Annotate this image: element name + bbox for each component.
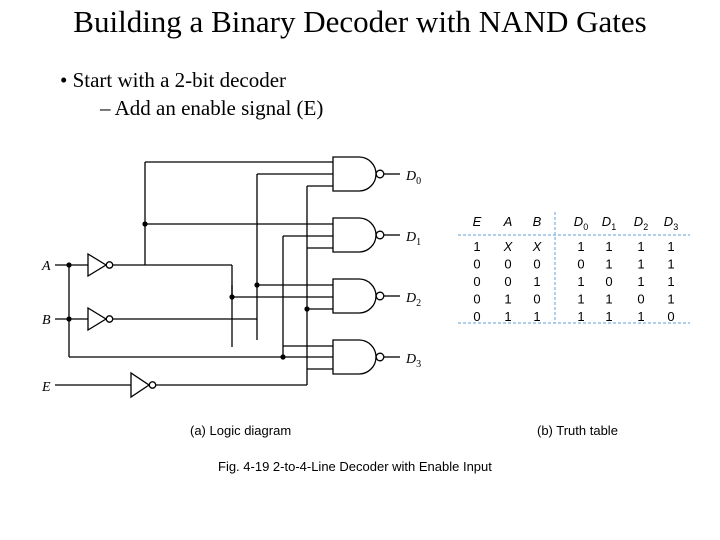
- header-cell: D0: [574, 214, 588, 232]
- table-cell: X: [532, 239, 543, 254]
- caption-logic-diagram: (a) Logic diagram: [190, 423, 291, 438]
- table-cell: 1: [637, 309, 644, 324]
- figure-caption: Fig. 4-19 2-to-4-Line Decoder with Enabl…: [218, 459, 492, 474]
- input-label-b: B: [42, 313, 51, 328]
- table-row: 0 1 0 1 1 0 1: [473, 292, 674, 307]
- table-cell: 1: [667, 274, 674, 289]
- junction-dots: [66, 221, 310, 360]
- nand-gate-3: [332, 339, 385, 375]
- truth-table-header: E A B D0 D1 D2 D3: [473, 214, 679, 232]
- table-cell: 0: [577, 257, 584, 272]
- bus-wires: [68, 162, 308, 385]
- inverter-e: [130, 371, 157, 399]
- output-label-d2: D2: [405, 291, 421, 309]
- table-cell: 1: [504, 309, 511, 324]
- table-cell: 1: [605, 257, 612, 272]
- table-cell: 1: [577, 309, 584, 324]
- table-row: 1 X X 1 1 1 1: [473, 239, 674, 254]
- header-cell: E: [473, 214, 482, 229]
- input-wires: [55, 264, 307, 386]
- inverter-b: [87, 306, 114, 332]
- table-cell: 1: [605, 309, 612, 324]
- table-row: 0 0 0 0 1 1 1: [473, 257, 674, 272]
- table-cell: 1: [637, 257, 644, 272]
- table-row: 0 0 1 1 0 1 1: [473, 274, 674, 289]
- header-cell: D2: [634, 214, 648, 232]
- table-cell: 0: [667, 309, 674, 324]
- caption-truth-table: (b) Truth table: [537, 423, 618, 438]
- header-cell: D3: [664, 214, 678, 232]
- table-cell: 1: [473, 239, 480, 254]
- inverter-a: [87, 252, 114, 278]
- nand-gate-2: [332, 278, 385, 314]
- gate-input-wires: [69, 161, 333, 370]
- header-cell: B: [533, 214, 542, 229]
- output-wires: [384, 173, 400, 358]
- table-cell: 1: [577, 274, 584, 289]
- table-cell: 0: [533, 292, 540, 307]
- table-cell: 0: [605, 274, 612, 289]
- bullet-point: • Start with a 2-bit decoder: [60, 68, 287, 92]
- table-cell: 0: [637, 292, 644, 307]
- header-cell: A: [503, 214, 513, 229]
- input-label-a: A: [41, 259, 51, 274]
- sub-bullet-point: – Add an enable signal (E): [100, 96, 324, 120]
- table-cell: 1: [577, 239, 584, 254]
- table-cell: 1: [504, 292, 511, 307]
- table-cell: 1: [533, 309, 540, 324]
- output-label-d1: D1: [405, 230, 421, 248]
- table-cell: 1: [605, 292, 612, 307]
- table-cell: 0: [533, 257, 540, 272]
- table-cell: 1: [667, 292, 674, 307]
- output-label-d0: D0: [405, 169, 421, 187]
- truth-table-grid: [458, 212, 690, 324]
- truth-table-body: 1 X X 1 1 1 1 0 0 0 0 1 1 1 0 0 1 1 0 1 1 0 1 0 1 1 0 1 0 1 1 1 1 1 0: [473, 239, 674, 324]
- table-cell: 0: [473, 257, 480, 272]
- table-cell: 0: [504, 257, 511, 272]
- header-cell: D1: [602, 214, 616, 232]
- nand-gate-0: [332, 156, 385, 192]
- table-cell: 1: [533, 274, 540, 289]
- table-cell: 1: [605, 239, 612, 254]
- table-cell: 1: [637, 274, 644, 289]
- input-label-e: E: [41, 380, 51, 395]
- table-cell: 1: [637, 239, 644, 254]
- table-cell: 0: [473, 274, 480, 289]
- table-cell: 0: [504, 274, 511, 289]
- logic-diagram: [55, 156, 400, 399]
- table-cell: 1: [577, 292, 584, 307]
- table-cell: 0: [473, 292, 480, 307]
- table-cell: 1: [667, 239, 674, 254]
- table-cell: 0: [473, 309, 480, 324]
- table-cell: 1: [667, 257, 674, 272]
- slide-title: Building a Binary Decoder with NAND Gate…: [73, 4, 647, 39]
- nand-gate-1: [332, 217, 385, 253]
- table-row: 0 1 1 1 1 1 0: [473, 309, 674, 324]
- output-label-d3: D3: [405, 352, 421, 370]
- table-cell: X: [503, 239, 514, 254]
